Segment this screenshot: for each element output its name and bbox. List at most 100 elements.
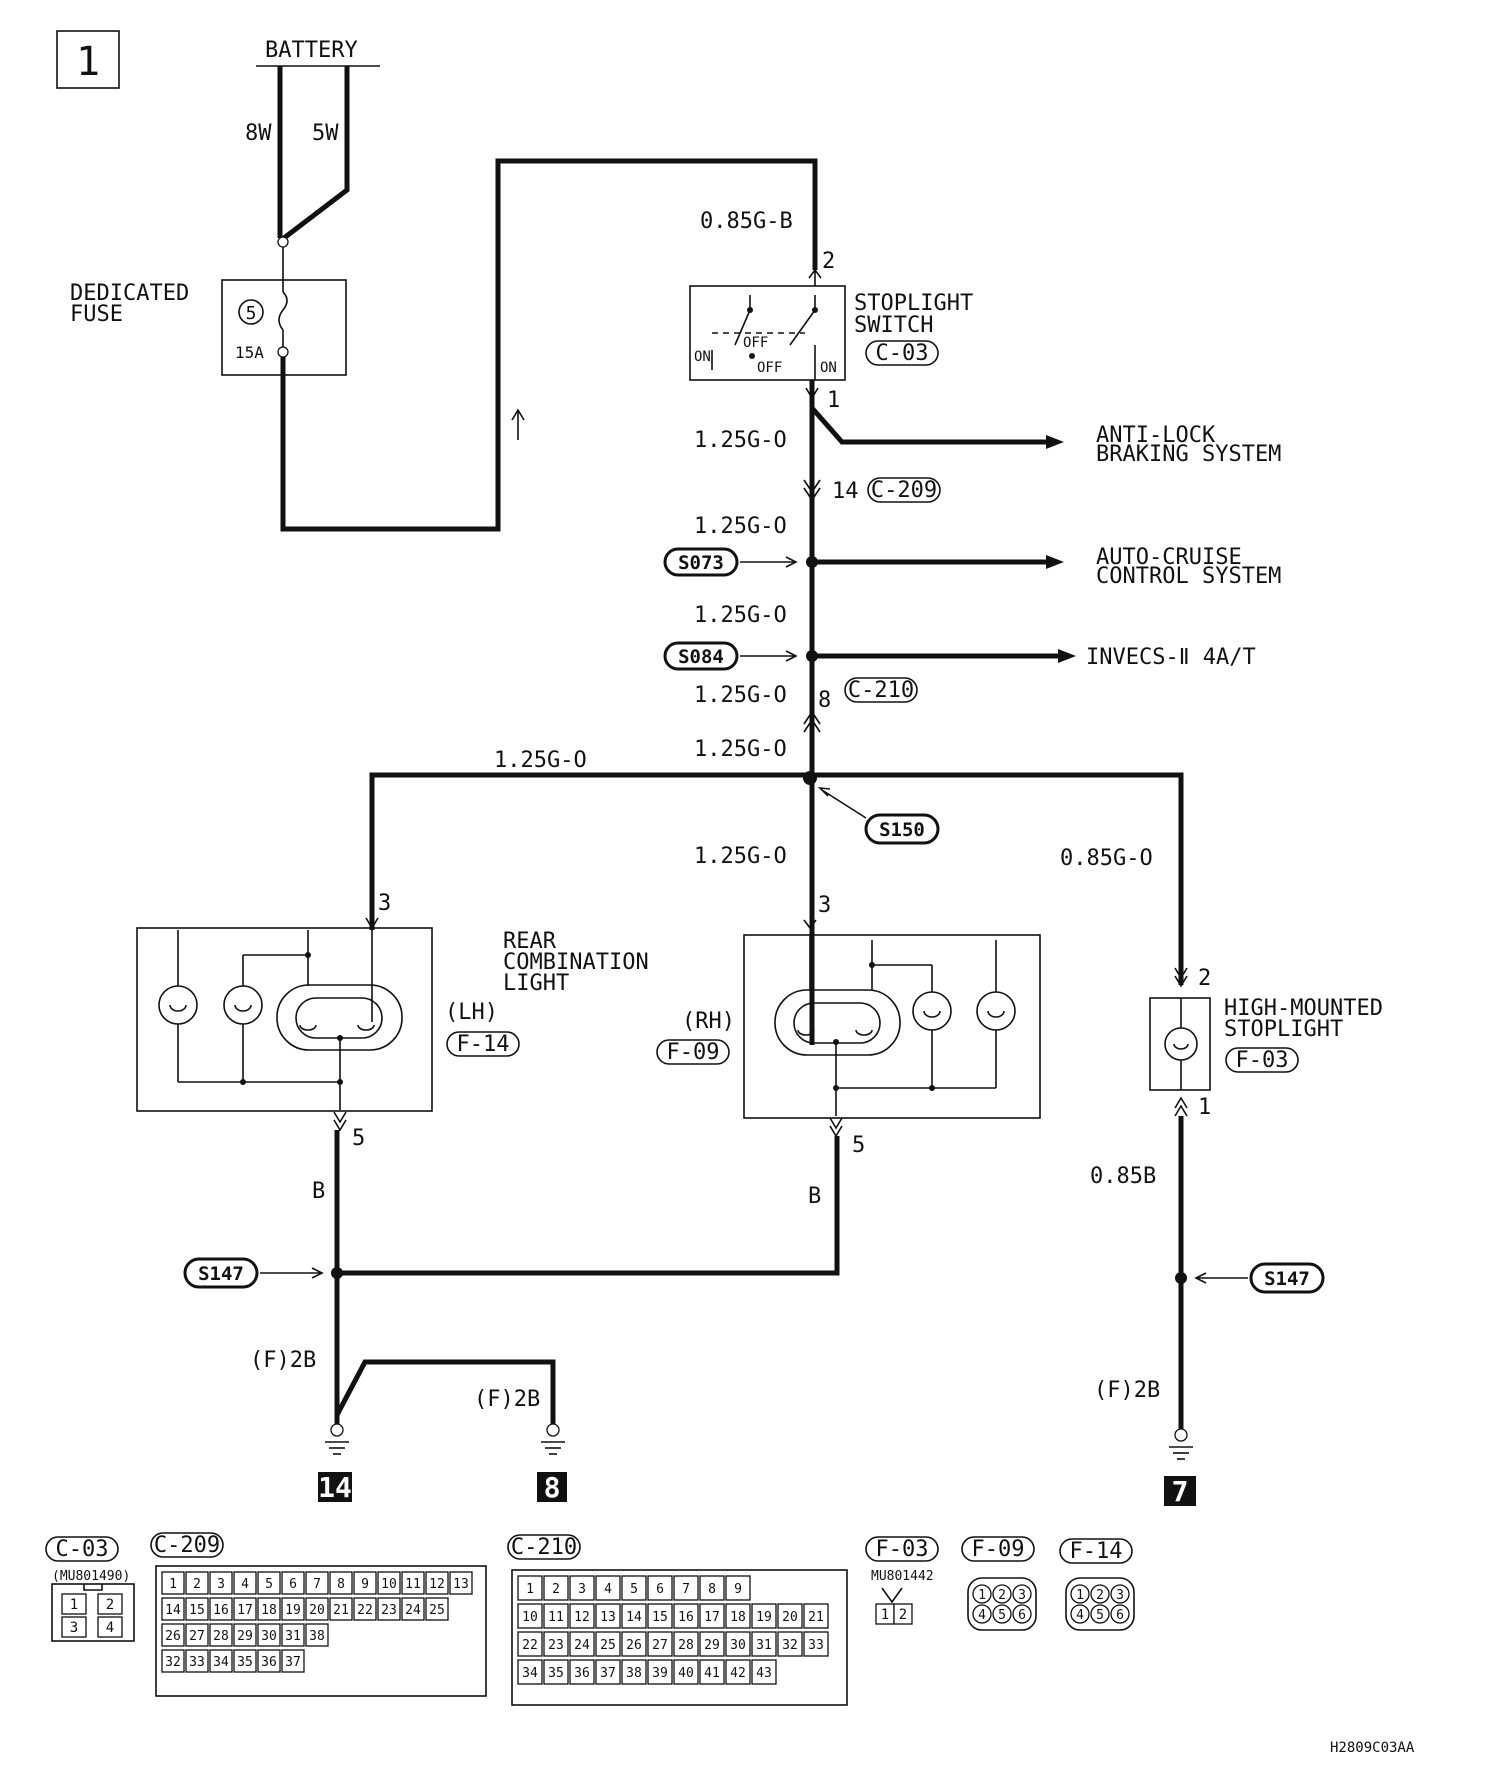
svg-text:OFF: OFF	[757, 360, 782, 376]
svg-text:STOPLIGHT: STOPLIGHT	[854, 291, 973, 316]
connector-pin	[1070, 1604, 1090, 1624]
svg-text:4: 4	[106, 1620, 114, 1636]
connector-pin-cell	[725, 1603, 751, 1629]
connector-pin-cell	[517, 1659, 543, 1685]
connector-pin-cell	[621, 1603, 647, 1629]
connector-pin-cell	[673, 1631, 699, 1657]
connector-pin-label: 16	[213, 1603, 229, 1618]
connector-pin-cell	[621, 1631, 647, 1657]
connector-pin-label: 11	[548, 1610, 564, 1625]
connector-pin-cell	[569, 1631, 595, 1657]
connector-pin-label: 38	[309, 1629, 325, 1644]
connector-pin-cell	[209, 1597, 233, 1621]
svg-text:BRAKING SYSTEM: BRAKING SYSTEM	[1096, 442, 1281, 467]
connector-pin-label: 35	[237, 1655, 253, 1670]
battery: BATTERY 8W 5W	[245, 38, 380, 146]
connector-pin-label: 10	[522, 1610, 538, 1625]
connector-pin-cell	[353, 1597, 377, 1621]
svg-text:S150: S150	[879, 819, 925, 841]
svg-text:1: 1	[881, 1607, 889, 1623]
connector-pin-label: 26	[165, 1629, 181, 1644]
connector-pin-label: 8	[708, 1582, 716, 1597]
connector-pin-label: 20	[309, 1603, 325, 1618]
connector-pin-label: 24	[405, 1603, 421, 1618]
svg-text:3: 3	[70, 1620, 78, 1636]
connector-pin-label: 12	[429, 1577, 445, 1592]
svg-text:STOPLIGHT: STOPLIGHT	[1224, 1017, 1343, 1042]
svg-text:C-210: C-210	[848, 678, 914, 703]
connector-pin-cell	[233, 1571, 257, 1595]
bus-wire	[369, 772, 1184, 985]
junction-s147-left	[331, 1267, 343, 1279]
svg-text:3: 3	[378, 891, 391, 916]
connector-pin-label: 31	[756, 1638, 772, 1653]
connector-pin-cell	[673, 1659, 699, 1685]
wire-8w-label: 8W	[245, 121, 272, 146]
connector-pin-label: 18	[730, 1610, 746, 1625]
connector-pin-cell	[281, 1571, 305, 1595]
connector-pin-label: 41	[704, 1666, 720, 1681]
svg-text:AUTO-CRUISE: AUTO-CRUISE	[1096, 545, 1242, 570]
connector-pin	[1012, 1584, 1032, 1604]
fuse-rating: 15A	[235, 343, 264, 362]
c209-inline-connector: 14 C-209	[803, 477, 941, 504]
connector-pin-label: 3	[1018, 1588, 1026, 1603]
connector-pin-label: 7	[682, 1582, 690, 1597]
connector-pin-label: 27	[652, 1638, 668, 1653]
connector-pin-label: 9	[361, 1577, 369, 1592]
connector-pin-cell	[161, 1623, 185, 1647]
connector-pin-label: 6	[656, 1582, 664, 1597]
svg-text:B: B	[808, 1184, 821, 1209]
connector-pin-cell	[647, 1631, 673, 1657]
connector-pin-label: 18	[261, 1603, 277, 1618]
svg-text:0.85G-B: 0.85G-B	[700, 209, 793, 234]
connector-pin-label: 40	[678, 1666, 694, 1681]
svg-text:1.25G-O: 1.25G-O	[694, 737, 787, 762]
connector-pin-label: 23	[548, 1638, 564, 1653]
connector-pin-cell	[377, 1597, 401, 1621]
connector-pin-cell	[751, 1631, 777, 1657]
connector-pin-cell	[725, 1575, 751, 1601]
connector-pin-label: 21	[808, 1610, 824, 1625]
connector-pin-label: 2	[1096, 1588, 1104, 1603]
connector-pin-label: 3	[1116, 1588, 1124, 1603]
connector-pin-label: 15	[189, 1603, 205, 1618]
connector-view-f03: F-03 MU801442 1 2	[865, 1536, 939, 1625]
connector-pin-cell	[305, 1597, 329, 1621]
connector-pin-label: 5	[265, 1577, 273, 1592]
svg-text:8: 8	[544, 1471, 561, 1504]
connector-pin-label: 5	[630, 1582, 638, 1597]
connector-pin-label: 22	[522, 1638, 538, 1653]
svg-text:C-209: C-209	[871, 478, 937, 503]
connector-pin-cell	[209, 1649, 233, 1673]
svg-text:F-03: F-03	[1236, 1048, 1289, 1073]
connector-pin-label: 13	[453, 1577, 469, 1592]
connector-pin-label: 42	[730, 1666, 746, 1681]
ground-badge-7: 7	[1164, 1475, 1196, 1508]
wire-fuse-to-switch	[280, 158, 818, 532]
junction-s147-right	[1175, 1272, 1187, 1284]
connector-pin-cell	[353, 1571, 377, 1595]
svg-text:S147: S147	[198, 1263, 244, 1285]
connector-pin	[992, 1604, 1012, 1624]
connector-pin-label: 32	[165, 1655, 181, 1670]
connector-pin-cell	[209, 1571, 233, 1595]
connector-pin-cell	[425, 1597, 449, 1621]
connector-pin-label: 28	[678, 1638, 694, 1653]
connector-pin-cell	[329, 1597, 353, 1621]
splice-s147-left: S147	[183, 1257, 259, 1289]
svg-text:14: 14	[832, 479, 859, 504]
connector-pin-label: 4	[1076, 1608, 1084, 1623]
connector-pin-cell	[401, 1597, 425, 1621]
connector-pin-label: 6	[289, 1577, 297, 1592]
connector-pin-cell	[377, 1571, 401, 1595]
wire-5w-label: 5W	[312, 121, 339, 146]
connector-pin-cell	[257, 1571, 281, 1595]
connector-pin-label: 28	[213, 1629, 229, 1644]
connector-pin-label: 39	[652, 1666, 668, 1681]
connector-pin-label: 29	[704, 1638, 720, 1653]
svg-text:1.25G-O: 1.25G-O	[494, 748, 587, 773]
